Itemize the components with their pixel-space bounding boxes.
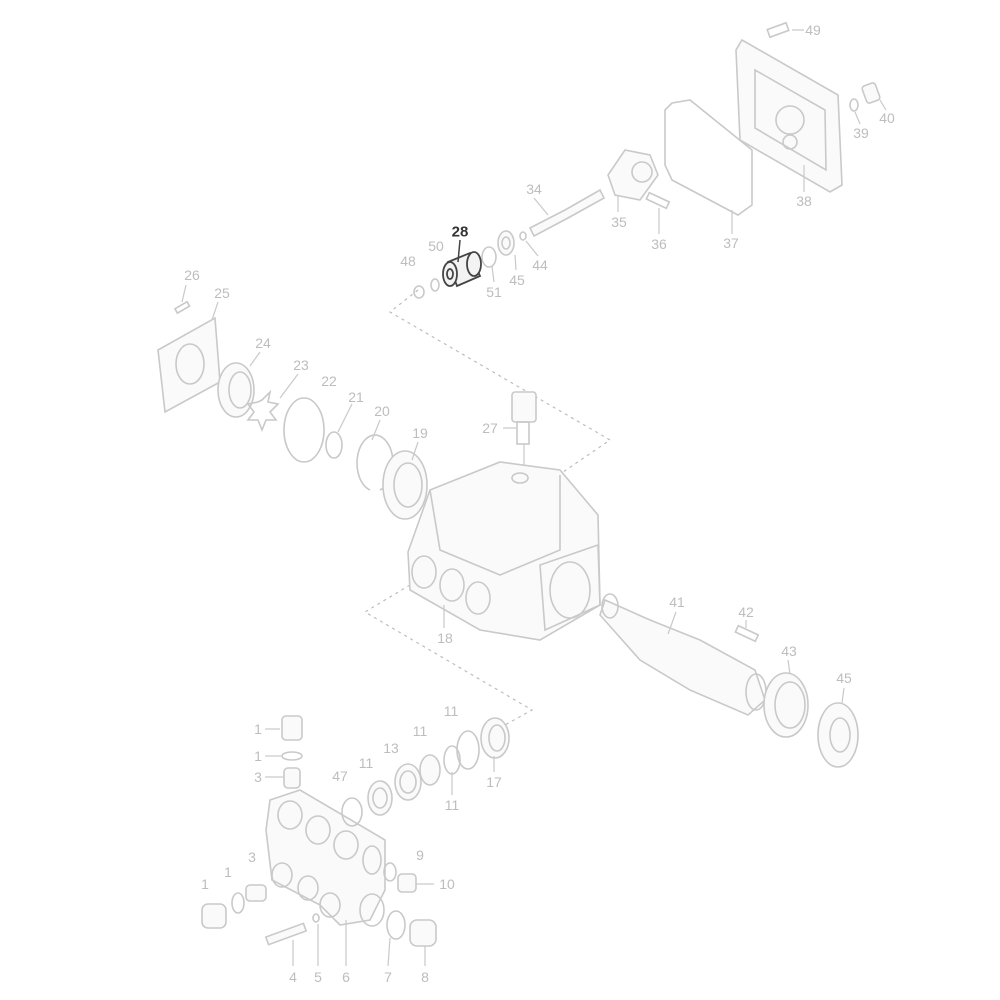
part-24-oil-seal[interactable] [217, 351, 261, 418]
part-label-11d[interactable]: 11 [444, 797, 460, 813]
part-label-20[interactable]: 20 [374, 403, 390, 419]
part-label-28[interactable]: 28 [451, 223, 469, 241]
part-label-37[interactable]: 37 [723, 235, 739, 251]
part-label-44[interactable]: 44 [532, 257, 548, 273]
part-17-retainer[interactable] [480, 717, 510, 772]
part-label-39[interactable]: 39 [853, 125, 869, 141]
part-label-1d[interactable]: 1 [224, 864, 232, 880]
part-label-22[interactable]: 22 [321, 373, 337, 389]
part-label-6[interactable]: 6 [342, 969, 350, 985]
part-51-washer[interactable] [481, 246, 497, 283]
part-label-24[interactable]: 24 [255, 335, 271, 351]
part-37-gasket[interactable] [664, 99, 753, 234]
part-1-plug-top[interactable] [265, 715, 303, 741]
part-label-40[interactable]: 40 [879, 110, 895, 126]
part-49-bolt[interactable] [766, 21, 804, 39]
part-label-43[interactable]: 43 [781, 643, 797, 659]
part-45-seal[interactable] [497, 230, 517, 271]
part-label-34[interactable]: 34 [526, 181, 542, 197]
part-label-7[interactable]: 7 [384, 969, 392, 985]
part-label-11c[interactable]: 11 [443, 703, 459, 719]
part-label-47[interactable]: 47 [332, 768, 348, 784]
part-1-plug-left[interactable] [201, 903, 227, 929]
part-label-11a[interactable]: 11 [358, 755, 374, 771]
part-label-13[interactable]: 13 [383, 740, 399, 756]
part-label-5[interactable]: 5 [314, 969, 322, 985]
part-25-flange[interactable] [157, 301, 221, 414]
part-label-51[interactable]: 51 [486, 284, 502, 300]
part-label-8[interactable]: 8 [421, 969, 429, 985]
part-5-washer[interactable] [312, 913, 320, 966]
part-23-spacer[interactable] [246, 373, 299, 433]
part-label-21[interactable]: 21 [348, 389, 364, 405]
part-11-seal-b[interactable] [419, 754, 441, 786]
part-label-9[interactable]: 9 [416, 847, 424, 863]
part-42-key[interactable] [734, 620, 760, 643]
part-43-roller-bearing[interactable] [763, 659, 809, 738]
part-label-35[interactable]: 35 [611, 214, 627, 230]
part-label-25[interactable]: 25 [214, 285, 230, 301]
part-label-3b[interactable]: 3 [248, 849, 256, 865]
part-22-oring[interactable] [283, 397, 325, 463]
part-34-plunger-rod[interactable] [528, 188, 606, 238]
part-label-36[interactable]: 36 [651, 236, 667, 252]
part-38-rear-cover[interactable] [735, 38, 843, 193]
part-18-crankcase[interactable] [407, 461, 601, 641]
part-21-ring[interactable] [325, 403, 353, 459]
part-label-50[interactable]: 50 [428, 238, 444, 254]
part-label-38[interactable]: 38 [796, 193, 812, 209]
part-label-27[interactable]: 27 [482, 420, 498, 436]
part-19-bearing[interactable] [382, 441, 428, 520]
part-label-11b[interactable]: 11 [412, 723, 428, 739]
part-label-10[interactable]: 10 [439, 876, 455, 892]
part-41-crankshaft[interactable] [599, 593, 767, 716]
part-47-ring[interactable] [341, 797, 363, 827]
assembly-line-bottom [363, 584, 534, 726]
part-8-plug[interactable] [409, 919, 437, 966]
part-1-oring-top[interactable] [265, 751, 303, 761]
part-3-valve-left[interactable] [245, 884, 267, 902]
part-9-oring[interactable] [383, 862, 397, 882]
assembly-line-top [388, 289, 612, 499]
part-50-washer[interactable] [430, 278, 440, 292]
part-1-oring-left[interactable] [231, 892, 245, 914]
part-label-1b[interactable]: 1 [254, 748, 262, 764]
part-label-3a[interactable]: 3 [254, 769, 262, 785]
part-label-18[interactable]: 18 [437, 630, 453, 646]
part-label-1c[interactable]: 1 [201, 876, 209, 892]
part-45-oil-seal[interactable] [817, 687, 859, 768]
part-label-49[interactable]: 49 [805, 22, 821, 38]
part-7-oring[interactable] [386, 910, 406, 967]
part-11-oring-c[interactable] [443, 745, 461, 795]
part-label-48[interactable]: 48 [400, 253, 416, 269]
part-26-screw[interactable] [173, 284, 191, 315]
part-3-valve-top[interactable] [265, 767, 301, 789]
part-label-41[interactable]: 41 [669, 594, 685, 610]
part-10-plug[interactable] [397, 873, 434, 893]
part-48-nut[interactable] [413, 285, 425, 299]
part-39-washer[interactable] [849, 98, 861, 125]
part-label-26[interactable]: 26 [184, 267, 200, 283]
part-27-oil-dipstick[interactable] [503, 391, 537, 466]
part-28-plunger-sleeve[interactable] [442, 239, 482, 288]
part-44-oring[interactable] [519, 231, 539, 257]
part-11-oring-d[interactable] [456, 730, 480, 770]
part-label-23[interactable]: 23 [293, 357, 309, 373]
part-13-seal[interactable] [394, 763, 422, 801]
part-label-17[interactable]: 17 [486, 774, 502, 790]
part-label-45a[interactable]: 45 [509, 272, 525, 288]
part-11-seal-a[interactable] [367, 780, 393, 816]
part-36-pin[interactable] [645, 191, 671, 234]
part-40-plug[interactable] [861, 82, 887, 111]
part-label-4[interactable]: 4 [289, 969, 297, 985]
part-label-1a[interactable]: 1 [254, 721, 262, 737]
part-label-42[interactable]: 42 [738, 604, 754, 620]
part-35-connecting-rod[interactable] [607, 149, 659, 212]
part-label-45b[interactable]: 45 [836, 670, 852, 686]
part-4-bolt[interactable] [264, 922, 308, 966]
part-label-19[interactable]: 19 [412, 425, 428, 441]
